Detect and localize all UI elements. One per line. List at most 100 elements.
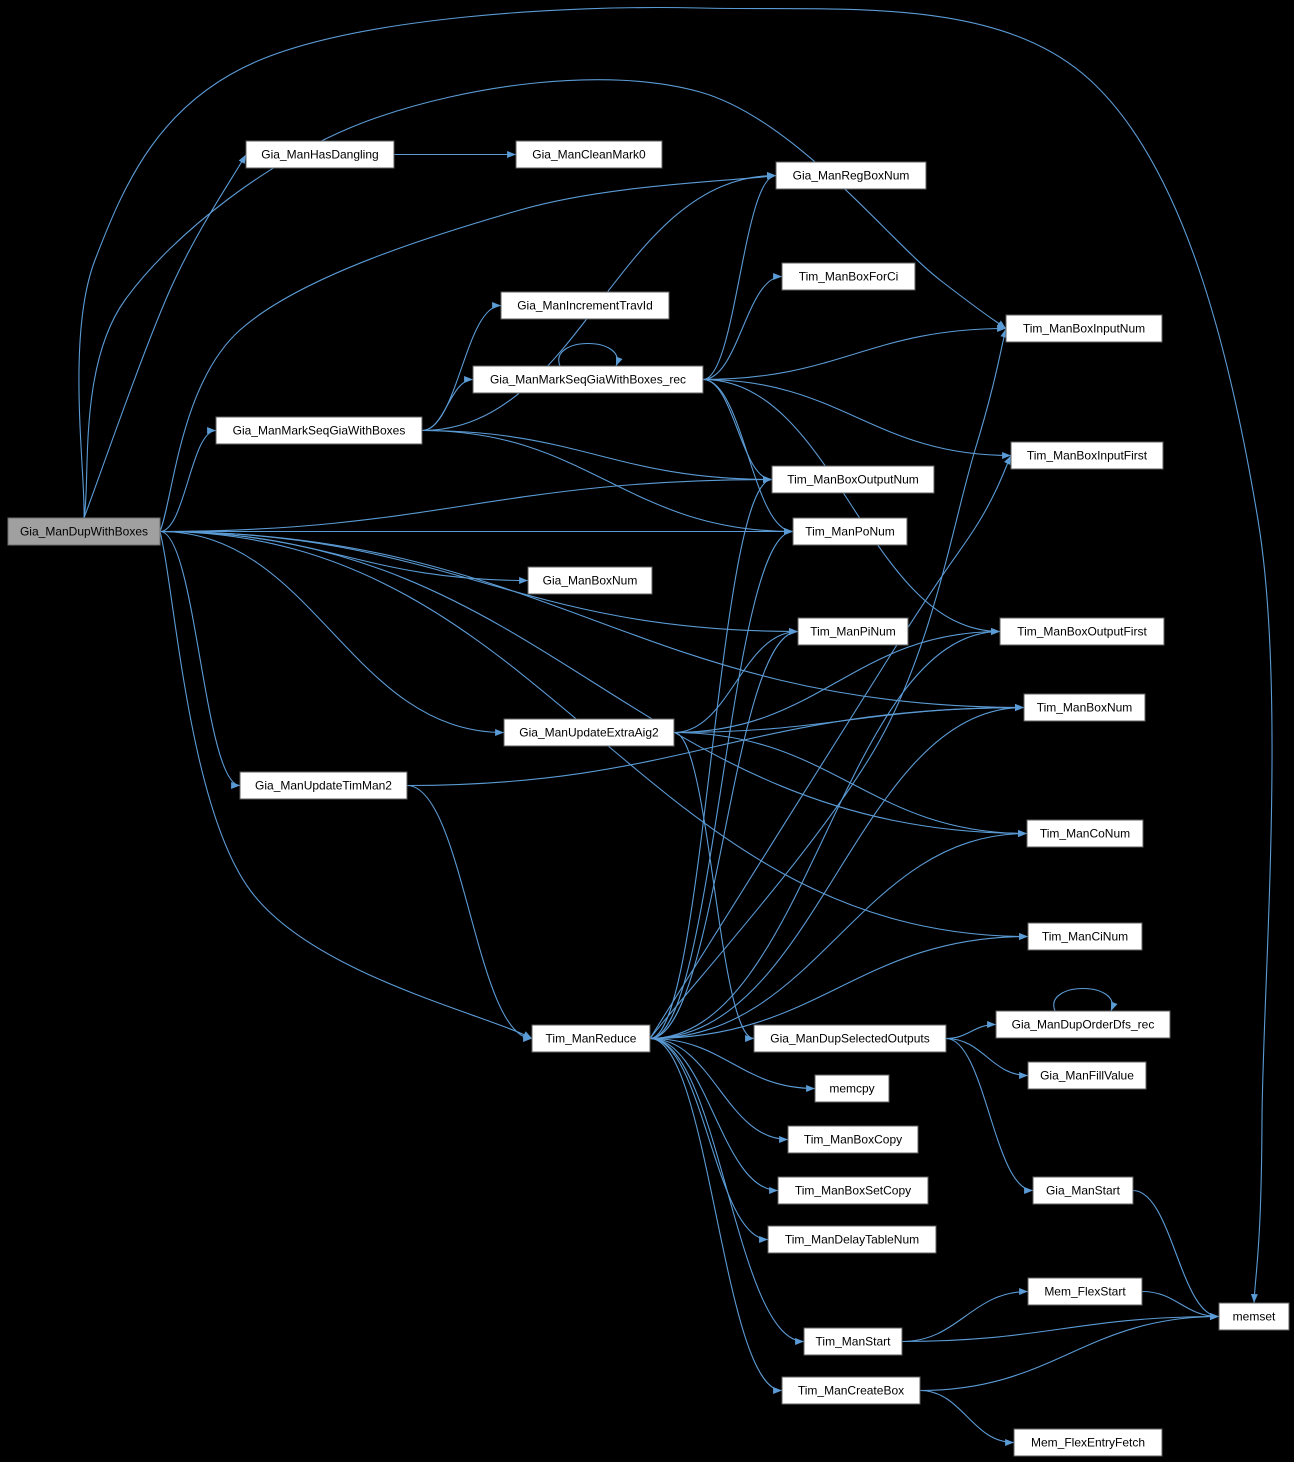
node-tboxnum[interactable]: Tim_ManBoxNum xyxy=(1023,693,1146,722)
node-boxoutfirst[interactable]: Tim_ManBoxOutputFirst xyxy=(999,617,1165,646)
node-delaytab[interactable]: Tim_ManDelayTableNum xyxy=(767,1225,937,1254)
node-box-conum[interactable] xyxy=(1026,819,1144,848)
node-box-fillvalue[interactable] xyxy=(1027,1061,1147,1090)
node-memcpy[interactable]: memcpy xyxy=(814,1074,890,1103)
node-cinum[interactable]: Tim_ManCiNum xyxy=(1027,922,1143,951)
node-box-updextra[interactable] xyxy=(503,718,675,747)
node-label-memcpy: memcpy xyxy=(829,1082,874,1096)
node-box-gboxnum[interactable] xyxy=(527,566,653,595)
node-box-timstart[interactable] xyxy=(803,1327,903,1356)
node-box-dup[interactable] xyxy=(7,517,161,546)
node-flexstart[interactable]: Mem_FlexStart xyxy=(1027,1277,1143,1306)
node-travid[interactable]: Gia_ManIncrementTravId xyxy=(500,291,670,320)
node-box-cinum[interactable] xyxy=(1027,922,1143,951)
node-box-flexstart[interactable] xyxy=(1027,1277,1143,1306)
node-box-markseq[interactable] xyxy=(215,416,423,445)
node-duporder[interactable]: Gia_ManDupOrderDfs_rec xyxy=(995,1010,1171,1039)
node-box-duporder[interactable] xyxy=(995,1010,1171,1039)
node-dupsel[interactable]: Gia_ManDupSelectedOutputs xyxy=(753,1024,947,1053)
node-flexfetch[interactable]: Mem_FlexEntryFetch xyxy=(1013,1428,1163,1457)
node-boxforci[interactable]: Tim_ManBoxForCi xyxy=(781,262,916,291)
node-giastart[interactable]: Gia_ManStart xyxy=(1032,1176,1134,1205)
node-box-cleanmark0[interactable] xyxy=(515,140,663,169)
call-edge-dup-regbox xyxy=(159,173,777,532)
node-label-boxforci: Tim_ManBoxForCi xyxy=(799,270,899,284)
node-fillvalue[interactable]: Gia_ManFillValue xyxy=(1027,1061,1147,1090)
node-dup[interactable]: Gia_ManDupWithBoxes xyxy=(7,517,161,546)
node-box-boxinfirst[interactable] xyxy=(1010,441,1164,470)
call-edge-markrec-regbox xyxy=(702,172,777,381)
node-box-boxoutfirst[interactable] xyxy=(999,617,1165,646)
call-edge-timstart-memset xyxy=(901,1313,1220,1343)
node-box-memset[interactable] xyxy=(1218,1302,1290,1331)
node-label-markseq: Gia_ManMarkSeqGiaWithBoxes xyxy=(233,424,406,438)
call-edge-reduce-boxcopy xyxy=(649,1037,789,1143)
node-box-boxsetcopy[interactable] xyxy=(777,1176,929,1205)
node-reduce[interactable]: Tim_ManReduce xyxy=(531,1024,651,1053)
node-box-pinum[interactable] xyxy=(797,617,909,646)
node-box-boxforci[interactable] xyxy=(781,262,916,291)
node-label-delaytab: Tim_ManDelayTableNum xyxy=(785,1233,919,1247)
call-edge-reduce-ponum xyxy=(649,528,794,1040)
call-edge-flexstart-memset xyxy=(1141,1290,1220,1320)
node-box-updtim[interactable] xyxy=(239,771,408,800)
call-edge-reduce-memcpy xyxy=(649,1037,816,1092)
node-box-flexfetch[interactable] xyxy=(1013,1428,1163,1457)
node-label-boxinfirst: Tim_ManBoxInputFirst xyxy=(1027,449,1148,463)
node-box-ponum[interactable] xyxy=(792,517,908,546)
node-boxsetcopy[interactable]: Tim_ManBoxSetCopy xyxy=(777,1176,929,1205)
node-updextra[interactable]: Gia_ManUpdateExtraAig2 xyxy=(503,718,675,747)
node-boxinfirst[interactable]: Tim_ManBoxInputFirst xyxy=(1010,441,1164,470)
node-label-cleanmark0: Gia_ManCleanMark0 xyxy=(532,148,646,162)
node-box-reduce[interactable] xyxy=(531,1024,651,1053)
call-edge-duporder-duporder xyxy=(1053,988,1118,1012)
call-edge-dup-reduce xyxy=(159,531,533,1039)
call-edge-markseq-boxoutnum xyxy=(421,429,773,483)
node-label-pinum: Tim_ManPiNum xyxy=(810,625,896,639)
call-edge-reduce-cinum xyxy=(649,933,1029,1040)
node-label-duporder: Gia_ManDupOrderDfs_rec xyxy=(1012,1018,1155,1032)
node-regbox[interactable]: Gia_ManRegBoxNum xyxy=(775,161,927,190)
node-gboxnum[interactable]: Gia_ManBoxNum xyxy=(527,566,653,595)
call-edge-markrec-boxinfirst xyxy=(702,378,1012,459)
call-edge-dup-updtim xyxy=(159,530,241,789)
node-box-markrec[interactable] xyxy=(472,365,704,394)
node-box-travid[interactable] xyxy=(500,291,670,320)
node-box-boxinnum[interactable] xyxy=(1005,314,1163,343)
node-createbox[interactable]: Tim_ManCreateBox xyxy=(781,1376,921,1405)
node-updtim[interactable]: Gia_ManUpdateTimMan2 xyxy=(239,771,408,800)
node-label-flexfetch: Mem_FlexEntryFetch xyxy=(1031,1436,1145,1450)
call-edge-markrec-boxoutnum xyxy=(702,378,773,483)
node-conum[interactable]: Tim_ManCoNum xyxy=(1026,819,1144,848)
call-edge-reduce-createbox xyxy=(649,1037,783,1394)
node-boxcopy[interactable]: Tim_ManBoxCopy xyxy=(787,1125,919,1154)
node-timstart[interactable]: Tim_ManStart xyxy=(803,1327,903,1356)
node-box-delaytab[interactable] xyxy=(767,1225,937,1254)
node-pinum[interactable]: Tim_ManPiNum xyxy=(797,617,909,646)
node-box-boxoutnum[interactable] xyxy=(771,465,935,494)
call-edge-markrec-boxinnum xyxy=(702,325,1007,381)
node-box-regbox[interactable] xyxy=(775,161,927,190)
node-cleanmark0[interactable]: Gia_ManCleanMark0 xyxy=(515,140,663,169)
node-box-createbox[interactable] xyxy=(781,1376,921,1405)
node-label-flexstart: Mem_FlexStart xyxy=(1044,1285,1126,1299)
node-box-memcpy[interactable] xyxy=(814,1074,890,1103)
call-edge-markrec-boxoutfirst xyxy=(702,378,1001,635)
node-box-boxcopy[interactable] xyxy=(787,1125,919,1154)
node-box-tboxnum[interactable] xyxy=(1023,693,1146,722)
call-edge-timstart-flexstart xyxy=(901,1288,1029,1343)
node-boxinnum[interactable]: Tim_ManBoxInputNum xyxy=(1005,314,1163,343)
node-markrec[interactable]: Gia_ManMarkSeqGiaWithBoxes_rec xyxy=(472,365,704,394)
call-edge-dupsel-fillvalue xyxy=(945,1037,1029,1079)
node-ponum[interactable]: Tim_ManPoNum xyxy=(792,517,908,546)
call-edge-markrec-markrec xyxy=(558,343,623,367)
call-edge-dup-tboxnum xyxy=(159,530,1025,711)
node-box-hasdangling[interactable] xyxy=(245,140,395,169)
call-edge-dup-boxoutnum xyxy=(159,476,773,533)
node-box-dupsel[interactable] xyxy=(753,1024,947,1053)
node-boxoutnum[interactable]: Tim_ManBoxOutputNum xyxy=(771,465,935,494)
node-hasdangling[interactable]: Gia_ManHasDangling xyxy=(245,140,395,169)
node-memset[interactable]: memset xyxy=(1218,1302,1290,1331)
node-box-giastart[interactable] xyxy=(1032,1176,1134,1205)
node-markseq[interactable]: Gia_ManMarkSeqGiaWithBoxes xyxy=(215,416,423,445)
